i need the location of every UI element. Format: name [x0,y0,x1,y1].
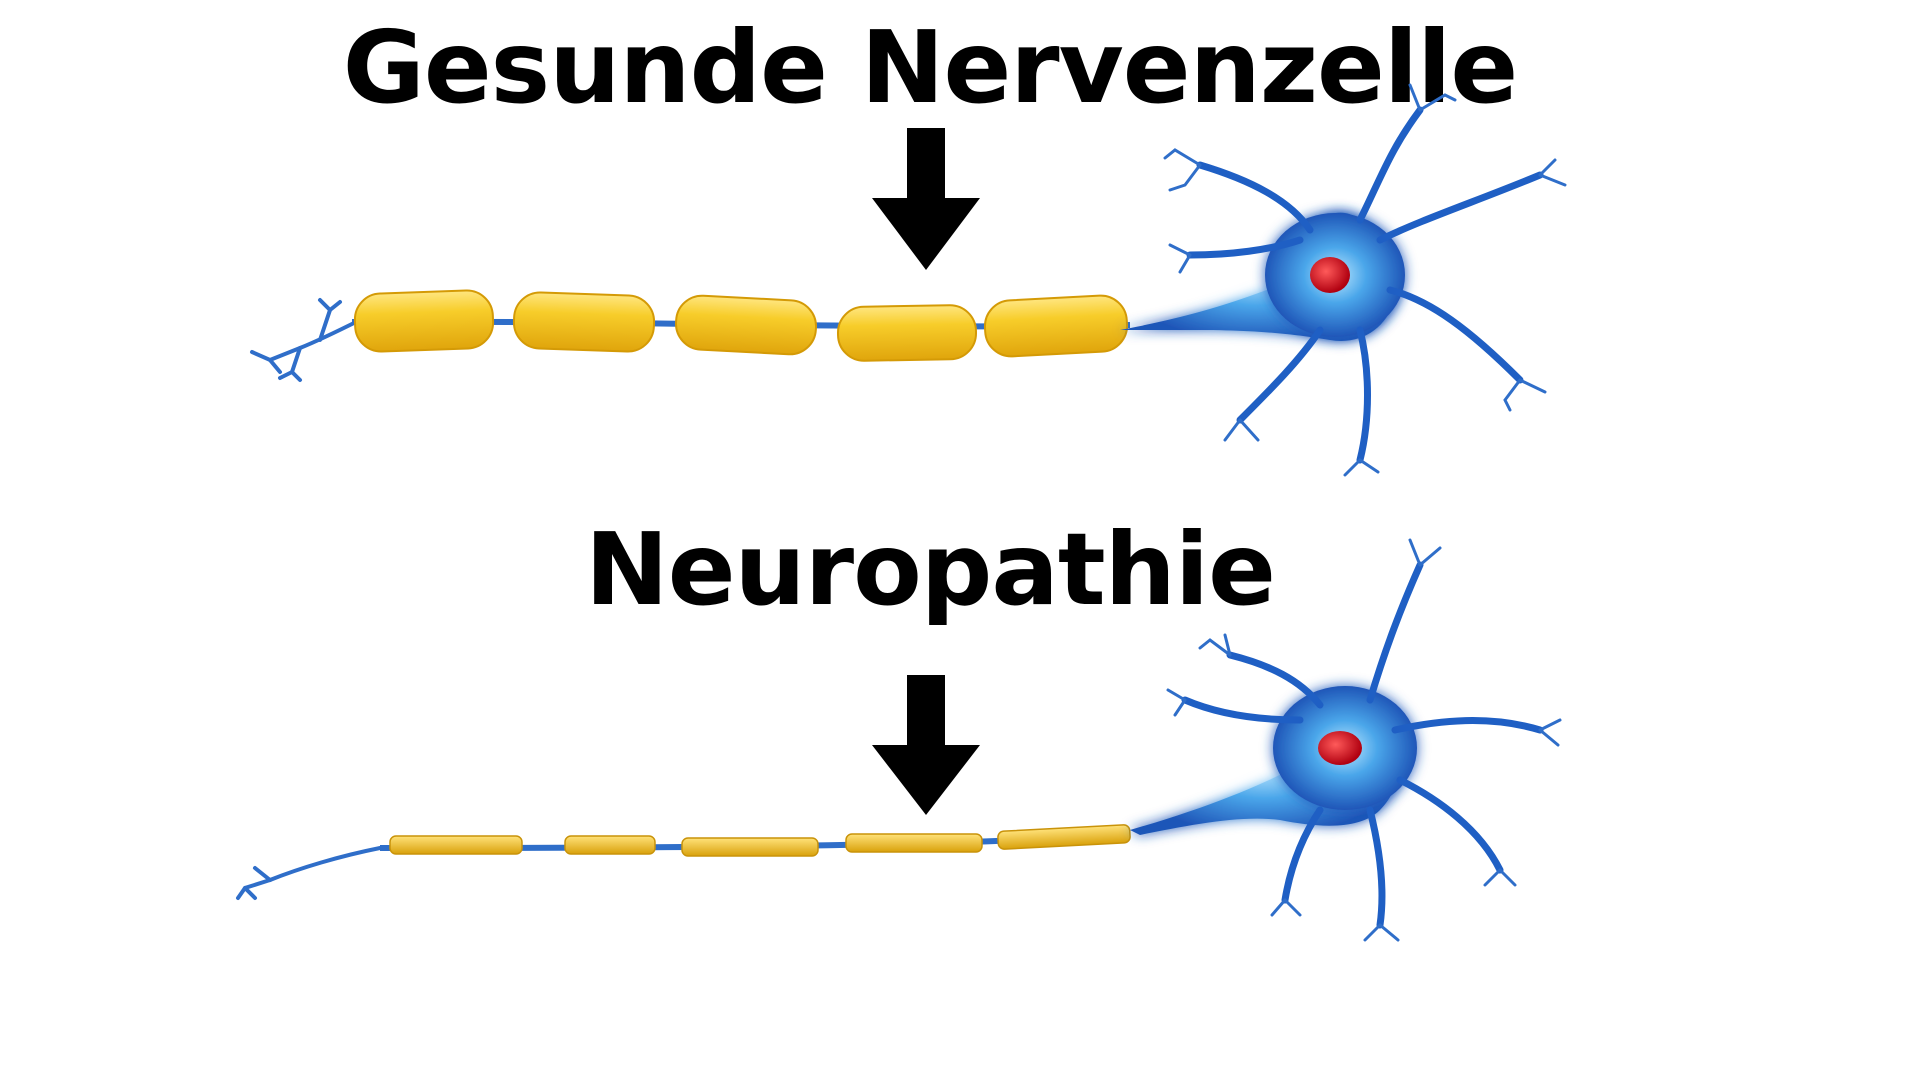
damaged-axon-terminal [236,846,382,900]
healthy-neuron-body [1120,83,1567,477]
healthy-down-arrow [872,128,980,270]
neuropathy-down-arrow [872,675,980,815]
damaged-myelin-segment [389,835,523,855]
healthy-myelin-segment [675,294,817,356]
damaged-myelin-sheath [389,824,1131,857]
neuropathy-title: Neuropathie [585,511,1276,628]
healthy-neuron-title: Gesunde Nervenzelle [342,9,1518,126]
healthy-myelin-segment [353,289,495,353]
damaged-neuron-body [1130,538,1562,942]
damaged-nucleus [1318,731,1362,765]
healthy-myelin-segment [983,294,1129,358]
healthy-myelin-sheath [353,289,1129,362]
damaged-myelin-segment [681,837,819,857]
healthy-axon-terminal [250,298,362,382]
damaged-myelin-segment [845,833,983,853]
healthy-neuron [250,83,1567,477]
damaged-myelin-segment [997,824,1131,850]
healthy-nucleus [1310,257,1350,293]
healthy-myelin-segment [512,291,656,353]
damaged-myelin-segment [564,835,656,855]
damaged-neuron [236,538,1562,942]
healthy-myelin-segment [836,304,978,362]
